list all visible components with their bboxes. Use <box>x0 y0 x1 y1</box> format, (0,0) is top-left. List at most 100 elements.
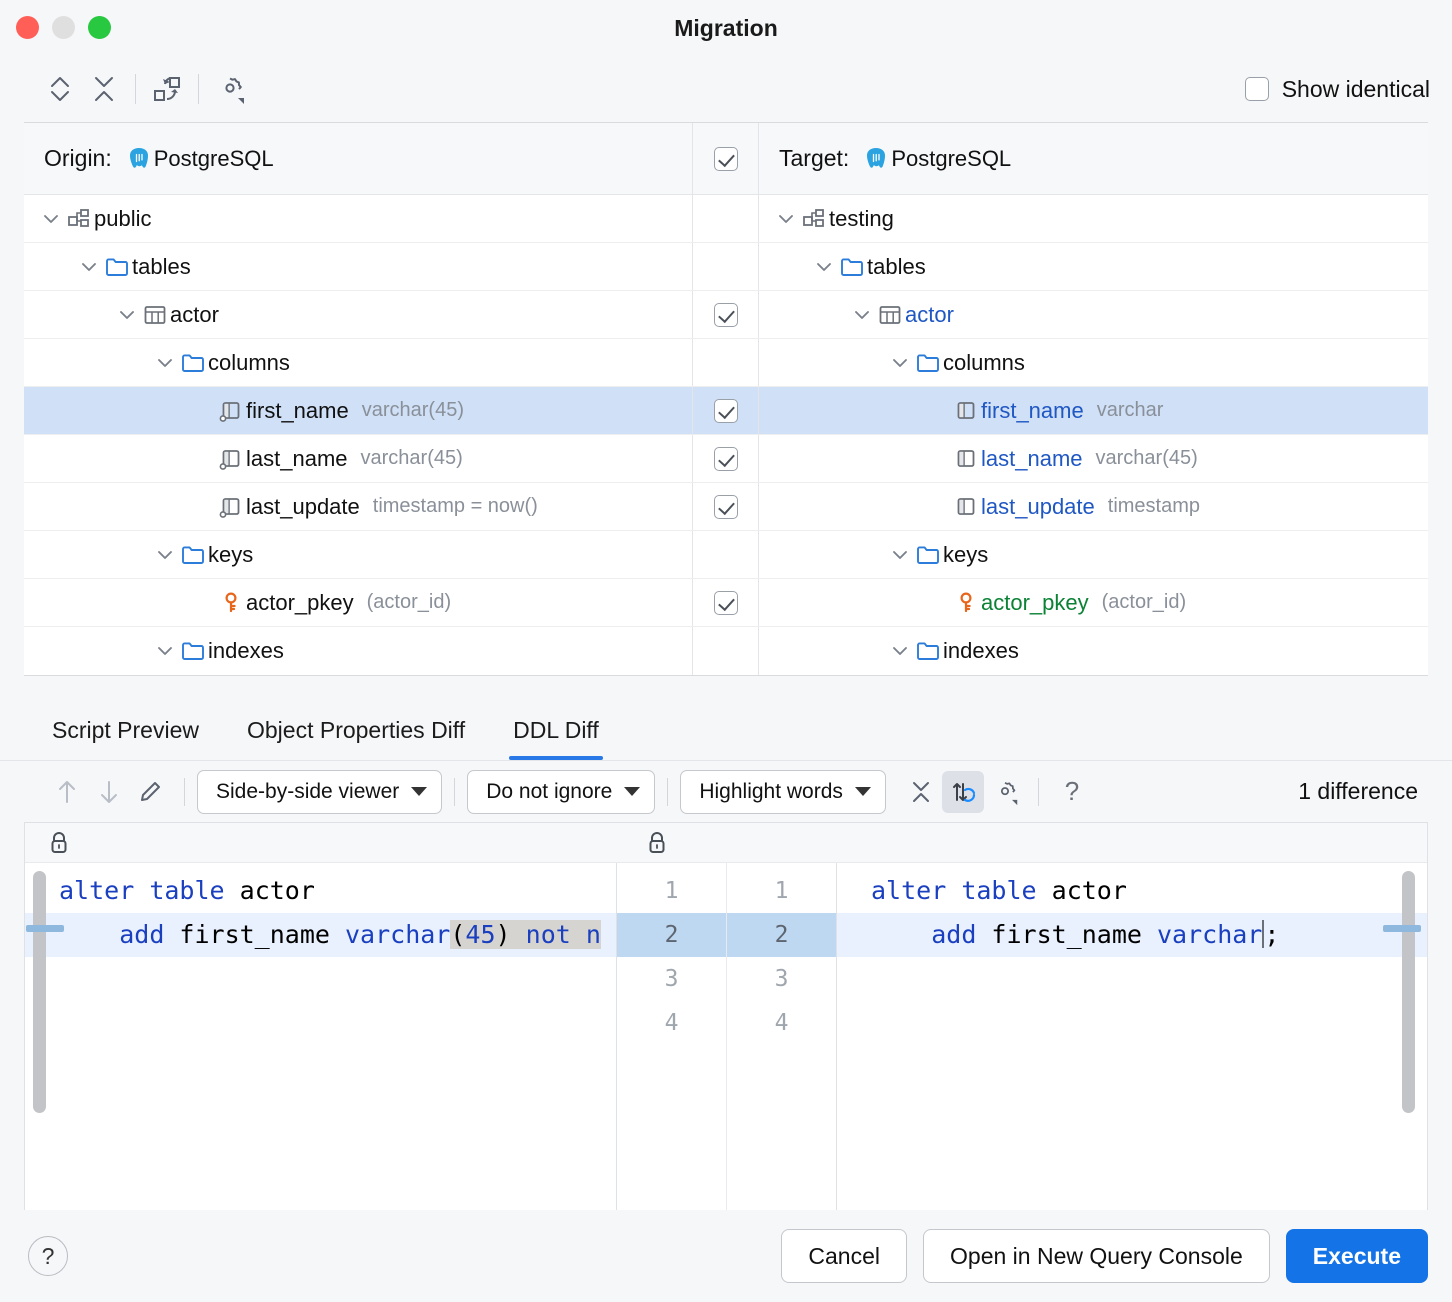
row-checkbox[interactable] <box>713 446 738 471</box>
chevron-down-icon[interactable] <box>152 545 178 565</box>
row-checkbox-cell[interactable] <box>692 387 759 434</box>
target-cell[interactable]: keys <box>759 531 1428 578</box>
origin-cell[interactable]: tables <box>24 243 692 290</box>
code-token <box>59 920 119 949</box>
chevron-down-icon[interactable] <box>152 641 178 661</box>
row-checkbox[interactable] <box>713 494 738 519</box>
close-button[interactable] <box>16 16 39 39</box>
highlight-mode-dropdown[interactable]: Highlight words <box>680 769 886 814</box>
line-number: 4 <box>774 1010 789 1036</box>
tab-ddl-diff[interactable]: DDL Diff <box>509 717 603 760</box>
chevron-down-icon[interactable] <box>887 641 913 661</box>
row-checkbox[interactable] <box>713 590 738 615</box>
target-cell[interactable]: indexes <box>759 627 1428 675</box>
sync-migrate-icon[interactable] <box>145 67 189 111</box>
edit-pencil-icon[interactable] <box>130 771 172 813</box>
origin-cell[interactable]: columns <box>24 339 692 386</box>
settings-gear-icon[interactable] <box>208 67 252 111</box>
tree-row[interactable]: keys keys <box>24 531 1428 579</box>
origin-cell[interactable]: keys <box>24 531 692 578</box>
diff-settings-gear-icon[interactable] <box>984 771 1026 813</box>
viewer-mode-dropdown[interactable]: Side-by-side viewer <box>197 769 443 814</box>
chevron-down-icon[interactable] <box>152 353 178 373</box>
target-cell[interactable]: actor <box>759 291 1428 338</box>
previous-difference-icon[interactable] <box>46 771 88 813</box>
expand-all-icon[interactable] <box>38 67 82 111</box>
origin-cell[interactable]: indexes <box>24 627 692 675</box>
row-checkbox-cell[interactable] <box>692 435 759 482</box>
minimize-button[interactable] <box>52 16 75 39</box>
synchronize-scrolling-icon[interactable] <box>941 770 984 813</box>
chevron-down-icon[interactable] <box>849 305 875 325</box>
origin-cell[interactable]: public <box>24 195 692 242</box>
chevron-down-icon[interactable] <box>114 305 140 325</box>
column-null-icon <box>216 494 246 520</box>
lock-icon-left[interactable] <box>47 830 71 856</box>
select-all-cell[interactable] <box>692 123 759 194</box>
tab-object-properties-diff[interactable]: Object Properties Diff <box>246 717 466 743</box>
tree-row[interactable]: tables tables <box>24 243 1428 291</box>
target-node-name: columns <box>943 349 1025 375</box>
select-all-checkbox[interactable] <box>713 146 738 171</box>
line-number: 2 <box>727 913 836 957</box>
target-node-name: last_name <box>981 445 1083 471</box>
execute-button[interactable]: Execute <box>1285 1229 1428 1283</box>
right-code-pane[interactable]: alter table actor add first_name varchar… <box>837 863 1427 1210</box>
open-in-new-query-console-button[interactable]: Open in New Query Console <box>923 1229 1270 1283</box>
code-line: alter table actor <box>25 869 616 913</box>
ignore-mode-dropdown[interactable]: Do not ignore <box>467 769 656 814</box>
row-checkbox[interactable] <box>713 398 738 423</box>
next-difference-icon[interactable] <box>88 771 130 813</box>
show-identical-checkbox[interactable] <box>1244 77 1269 101</box>
collapse-all-icon[interactable] <box>82 67 126 111</box>
diff-help-icon[interactable]: ? <box>1051 771 1093 813</box>
help-glyph: ? <box>41 1242 55 1269</box>
target-cell[interactable]: columns <box>759 339 1428 386</box>
tree-row[interactable]: columns columns <box>24 339 1428 387</box>
target-cell[interactable]: testing <box>759 195 1428 242</box>
right-scrollbar[interactable] <box>1402 871 1415 1113</box>
target-cell[interactable]: actor_pkey(actor_id) <box>759 579 1428 626</box>
target-cell[interactable]: tables <box>759 243 1428 290</box>
lock-icon-right[interactable] <box>645 830 669 856</box>
left-code-pane[interactable]: alter table actor add first_name varchar… <box>25 863 617 1210</box>
tree-row[interactable]: public testing <box>24 195 1428 243</box>
tree-row[interactable]: actor actor <box>24 291 1428 339</box>
chevron-down-icon[interactable] <box>76 257 102 277</box>
chevron-down-icon[interactable] <box>887 353 913 373</box>
row-checkbox[interactable] <box>713 302 738 327</box>
zoom-button[interactable] <box>88 16 111 39</box>
code-token: alter <box>59 876 135 905</box>
chevron-down-icon[interactable] <box>38 209 64 229</box>
row-checkbox-cell[interactable] <box>692 483 759 530</box>
origin-cell[interactable]: actor <box>24 291 692 338</box>
tree-row[interactable]: actor_pkey(actor_id) actor_pkey(actor_id) <box>24 579 1428 627</box>
help-button[interactable]: ? <box>28 1236 68 1276</box>
tab-script-preview[interactable]: Script Preview <box>52 717 199 743</box>
collapse-unchanged-icon[interactable] <box>900 771 942 813</box>
origin-cell[interactable]: actor_pkey(actor_id) <box>24 579 692 626</box>
postgresql-icon <box>124 146 154 172</box>
chevron-down-icon-3 <box>854 787 871 796</box>
show-identical-toggle[interactable]: Show identical <box>1244 76 1430 103</box>
chevron-down-icon[interactable] <box>773 209 799 229</box>
row-checkbox-cell[interactable] <box>692 291 759 338</box>
title-bar: Migration <box>0 0 1452 56</box>
cancel-button[interactable]: Cancel <box>781 1229 908 1283</box>
tree-row[interactable]: indexes indexes <box>24 627 1428 675</box>
chevron-down-icon[interactable] <box>887 545 913 565</box>
row-checkbox-cell[interactable] <box>692 579 759 626</box>
chevron-down-icon[interactable] <box>811 257 837 277</box>
left-scrollbar[interactable] <box>33 871 46 1113</box>
